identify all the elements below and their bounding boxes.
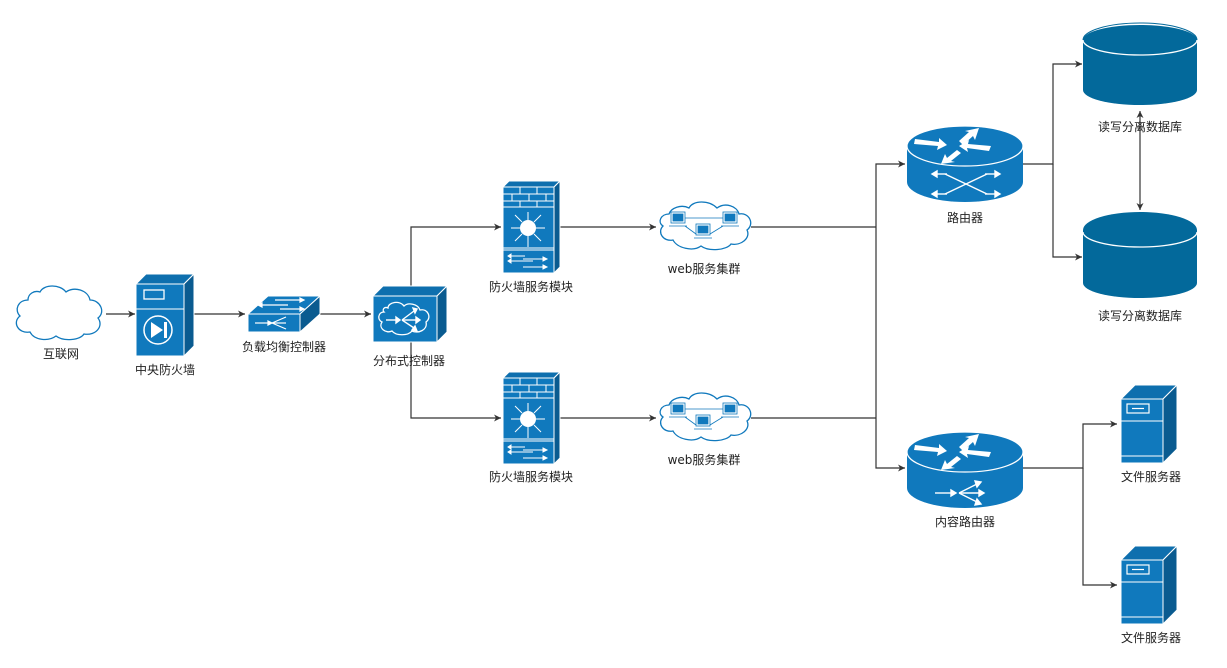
router-label: 路由器 (946, 211, 984, 225)
edge-controller-fwmodule2 (410, 342, 501, 422)
distributed-controller-label: 分布式控制器 (372, 354, 446, 368)
file-server-1-label: 文件服务器 (1120, 470, 1182, 484)
content-router-node[interactable] (906, 431, 1024, 508)
web-cluster-1-label: web服务集群 (667, 262, 741, 276)
file-server-icon (1119, 383, 1179, 465)
edge-crouter-fileserver1 (1023, 420, 1117, 469)
central-firewall-label: 中央防火墙 (134, 363, 196, 377)
edge-controller-fwmodule1 (410, 223, 501, 288)
file-server-1-node[interactable] (1119, 383, 1179, 465)
router-node[interactable] (906, 125, 1024, 202)
web-cluster-1-node[interactable] (659, 201, 752, 251)
connectors (106, 60, 1144, 589)
db-2-node[interactable] (1082, 212, 1198, 298)
firewall-server-icon (134, 272, 196, 358)
web-cluster-icon (659, 201, 752, 251)
fw-module-1-node[interactable] (501, 179, 562, 275)
cloud-controller-icon (371, 284, 449, 344)
db-2-label: 读写分离数据库 (1097, 309, 1183, 323)
firewall-module-icon (501, 179, 562, 275)
file-server-icon (1119, 544, 1179, 626)
switch-icon (246, 294, 322, 334)
web-cluster-2-label: web服务集群 (667, 453, 741, 467)
edge-bus-router (875, 160, 905, 227)
load-balancer-label: 负载均衡控制器 (241, 340, 327, 354)
web-cluster-icon (659, 392, 752, 442)
internet-label: 互联网 (42, 347, 80, 361)
distributed-controller-node[interactable] (371, 284, 449, 344)
file-server-2-label: 文件服务器 (1120, 631, 1182, 645)
edge-crouter-fileserver2 (1082, 468, 1117, 589)
content-router-label: 内容路由器 (934, 515, 996, 529)
firewall-module-icon (501, 370, 562, 466)
db-1-label: 读写分离数据库 (1097, 120, 1183, 134)
load-balancer-node[interactable] (246, 294, 322, 334)
edge-bus-content-router (875, 227, 905, 472)
file-server-2-node[interactable] (1119, 544, 1179, 626)
db-1-node[interactable] (1082, 22, 1198, 105)
web-cluster-2-node[interactable] (659, 392, 752, 442)
fw-module-2-label: 防火墙服务模块 (488, 470, 574, 484)
router-icon (906, 125, 1024, 202)
database-icon (1082, 22, 1198, 105)
content-router-icon (906, 431, 1024, 508)
internet-node[interactable] (15, 285, 103, 341)
edge-router-db2 (1052, 164, 1082, 261)
central-firewall-node[interactable] (134, 272, 196, 358)
fw-module-1-label: 防火墙服务模块 (488, 280, 574, 294)
cloud-icon (15, 285, 103, 341)
fw-module-2-node[interactable] (501, 370, 562, 466)
database-icon (1082, 212, 1198, 298)
edge-router-db1 (1023, 60, 1082, 165)
